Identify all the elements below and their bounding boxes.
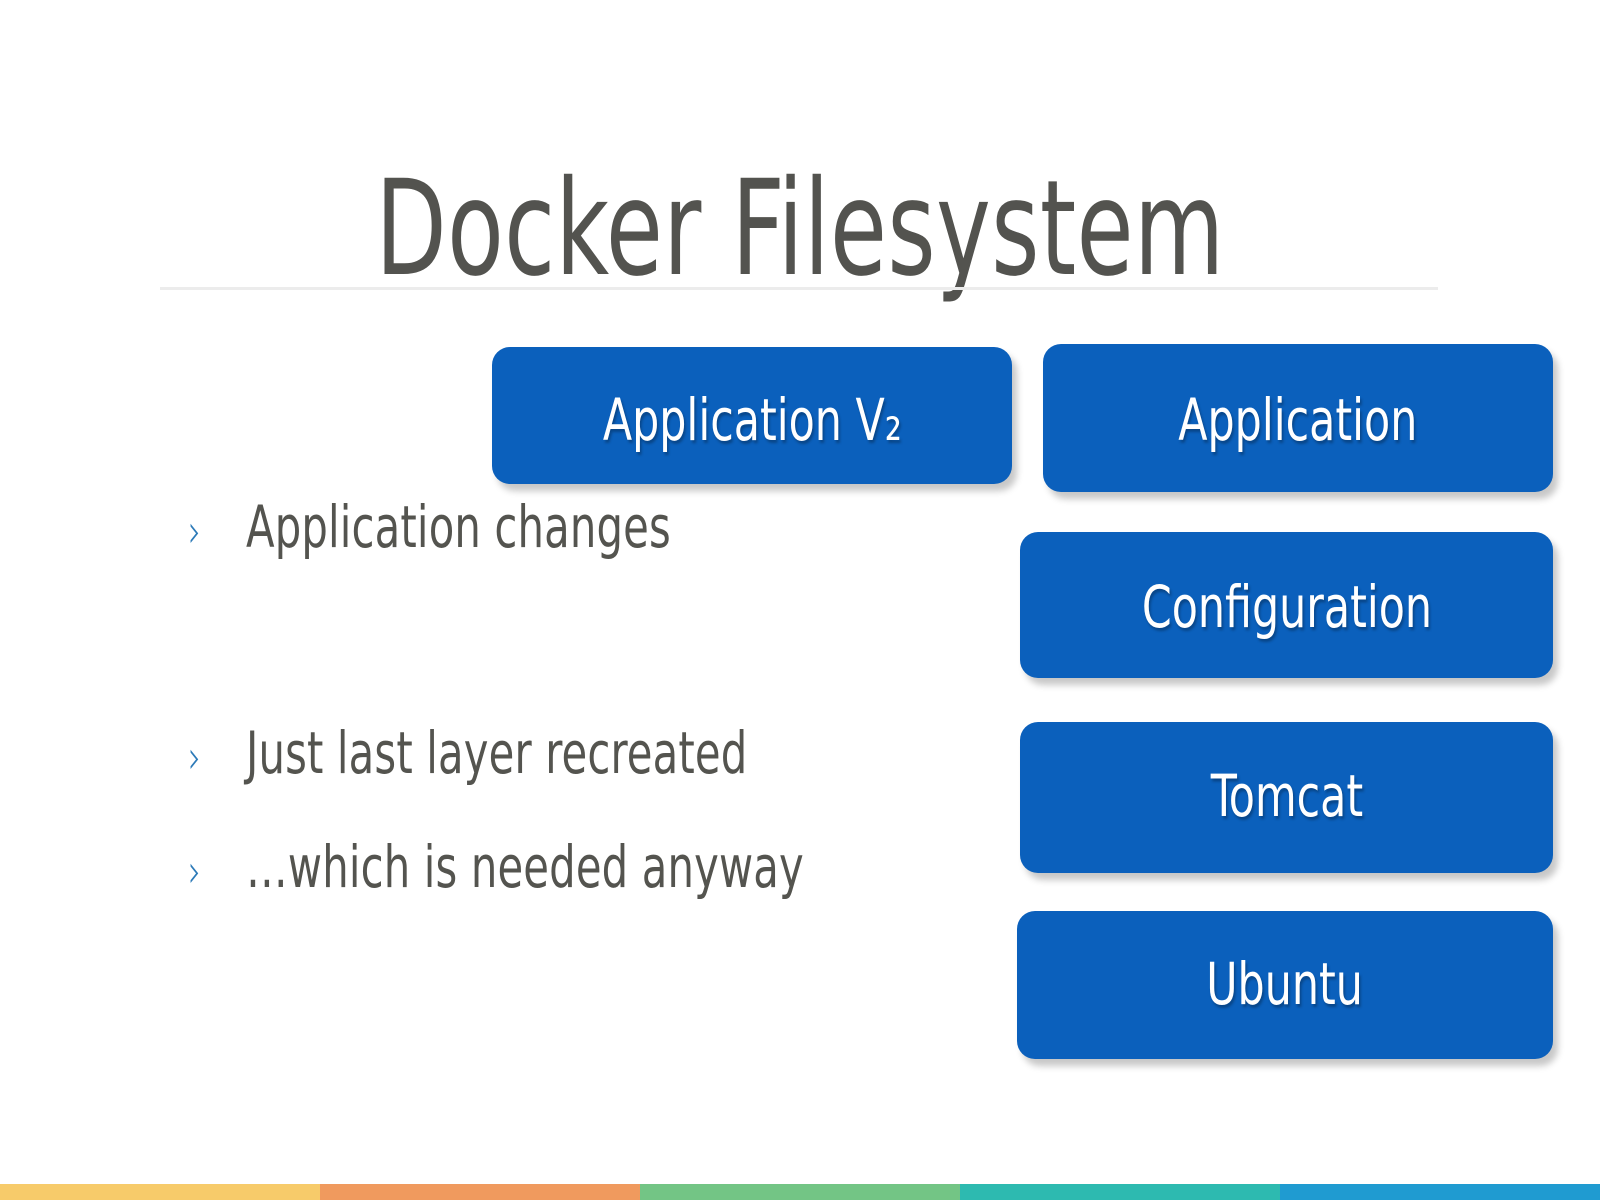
- layer-box-label: Application: [1178, 386, 1418, 454]
- chevron-right-icon: ›: [188, 504, 202, 558]
- chevron-right-icon: ›: [188, 844, 202, 898]
- layer-box-application-v2: Application V₂: [492, 347, 1012, 484]
- list-item: › Just last layer recreated: [188, 724, 873, 782]
- stripe-segment-4: [960, 1184, 1280, 1200]
- footer-color-stripe: [0, 1184, 1600, 1200]
- stripe-segment-3: [640, 1184, 960, 1200]
- stripe-segment-5: [1280, 1184, 1600, 1200]
- list-item: › …which is needed anyway: [188, 838, 943, 896]
- list-item-label: Application changes: [246, 493, 671, 561]
- layer-box-label: Tomcat: [1210, 762, 1363, 830]
- chevron-right-icon: ›: [188, 730, 202, 784]
- list-item-label: Just last layer recreated: [246, 719, 748, 787]
- layer-box-application: Application: [1043, 344, 1553, 492]
- title-divider: [160, 287, 1438, 290]
- layer-box-label: Configuration: [1141, 573, 1432, 641]
- layer-box-configuration: Configuration: [1020, 532, 1553, 678]
- list-item: › Application changes: [188, 498, 777, 556]
- layer-box-label: Application V₂: [602, 386, 902, 454]
- list-item-label: …which is needed anyway: [246, 833, 804, 901]
- stripe-segment-2: [320, 1184, 640, 1200]
- layer-box-ubuntu: Ubuntu: [1017, 911, 1553, 1059]
- layer-box-tomcat: Tomcat: [1020, 722, 1553, 873]
- stripe-segment-1: [0, 1184, 320, 1200]
- page-title: Docker Filesystem: [375, 152, 1225, 307]
- layer-box-label: Ubuntu: [1206, 950, 1364, 1018]
